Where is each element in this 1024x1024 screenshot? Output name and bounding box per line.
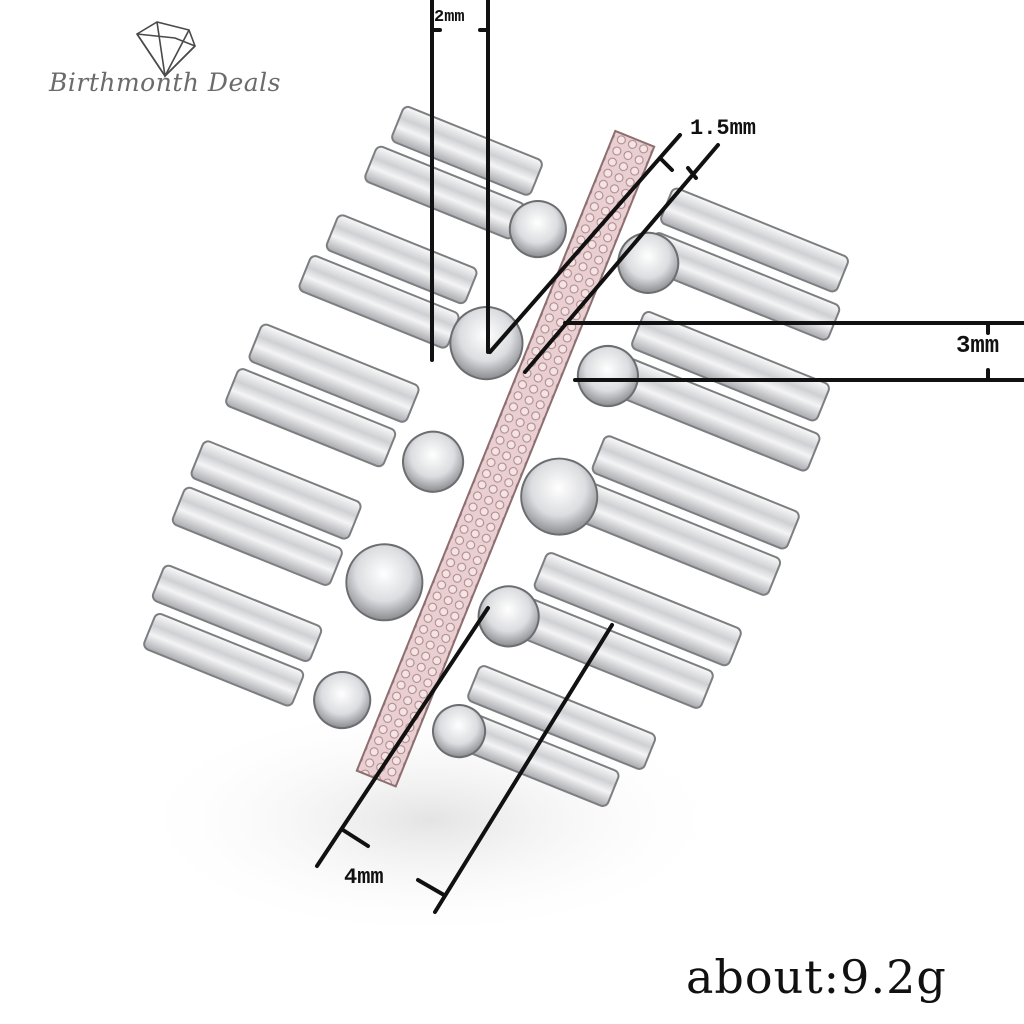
dimension-label-top-width: 2mm (434, 8, 465, 27)
dimension-label-round-stone: 3mm (956, 333, 1000, 360)
brand-logo: Birthmonth Deals (40, 20, 290, 110)
weight-label: about:9.2g (686, 950, 947, 1004)
brand-name: Birthmonth Deals (49, 68, 281, 97)
dimension-label-baguette: 4mm (344, 865, 384, 890)
dimension-label-center-row: 1.5mm (690, 116, 757, 141)
diamond-icon (135, 21, 196, 78)
